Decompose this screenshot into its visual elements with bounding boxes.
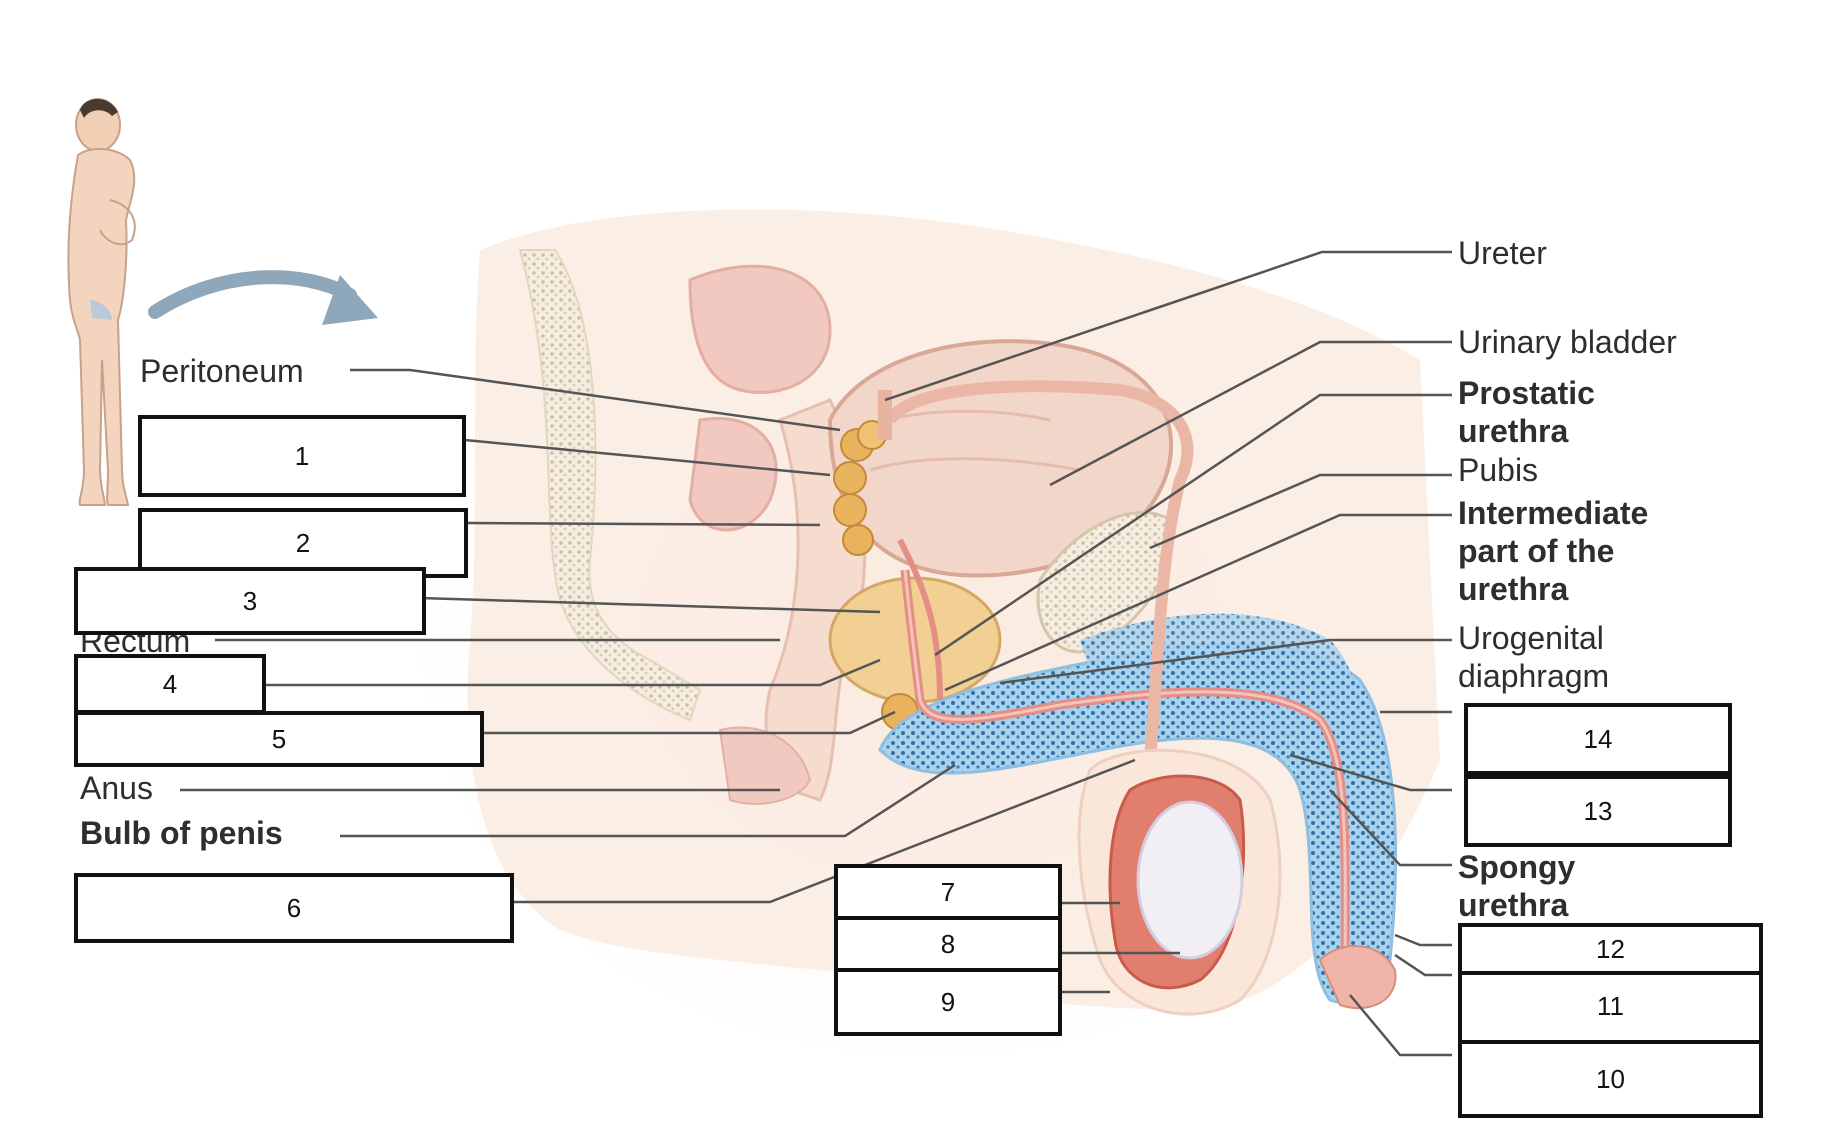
answer-box-13[interactable]: 13: [1464, 775, 1732, 847]
answer-box-6[interactable]: 6: [74, 873, 514, 943]
label-prostatic-urethra-line1: Prostatic: [1458, 375, 1595, 411]
answer-box-12[interactable]: 12: [1458, 923, 1763, 975]
answer-box-4[interactable]: 4: [74, 654, 266, 714]
answer-box-5[interactable]: 5: [74, 711, 484, 767]
answer-box-1[interactable]: 1: [138, 415, 466, 497]
label-prostatic-urethra-line2: urethra: [1458, 413, 1569, 449]
label-bulb-of-penis: Bulb of penis: [80, 815, 283, 851]
label-anus: Anus: [80, 770, 153, 806]
label-spongy-line2: urethra: [1458, 887, 1569, 923]
label-ureter: Ureter: [1458, 235, 1547, 271]
label-intermediate-line2: part of the: [1458, 533, 1615, 569]
label-urinary-bladder: Urinary bladder: [1458, 324, 1677, 360]
answer-box-3[interactable]: 3: [74, 567, 426, 635]
answer-box-11[interactable]: 11: [1458, 968, 1763, 1044]
answer-box-7[interactable]: 7: [834, 864, 1062, 920]
leader-lines: [180, 250, 1452, 1057]
label-urogenital-line1: Urogenital: [1458, 620, 1604, 656]
label-intermediate-line3: urethra: [1458, 571, 1569, 607]
answer-box-9[interactable]: 9: [834, 968, 1062, 1036]
view-arrow-icon: [148, 270, 378, 325]
label-spongy-line1: Spongy: [1458, 849, 1576, 885]
label-urogenital-line2: diaphragm: [1458, 658, 1610, 694]
pelvic-region: [370, 180, 1490, 1100]
label-intermediate-line1: Intermediate: [1458, 495, 1649, 531]
label-pubis: Pubis: [1458, 452, 1539, 488]
label-peritoneum: Peritoneum: [140, 353, 304, 389]
answer-box-14[interactable]: 14: [1464, 703, 1732, 775]
answer-box-10[interactable]: 10: [1458, 1040, 1763, 1118]
seminal-vesicle: [833, 420, 887, 556]
human-figure-icon: [67, 98, 136, 506]
answer-box-8[interactable]: 8: [834, 916, 1062, 972]
